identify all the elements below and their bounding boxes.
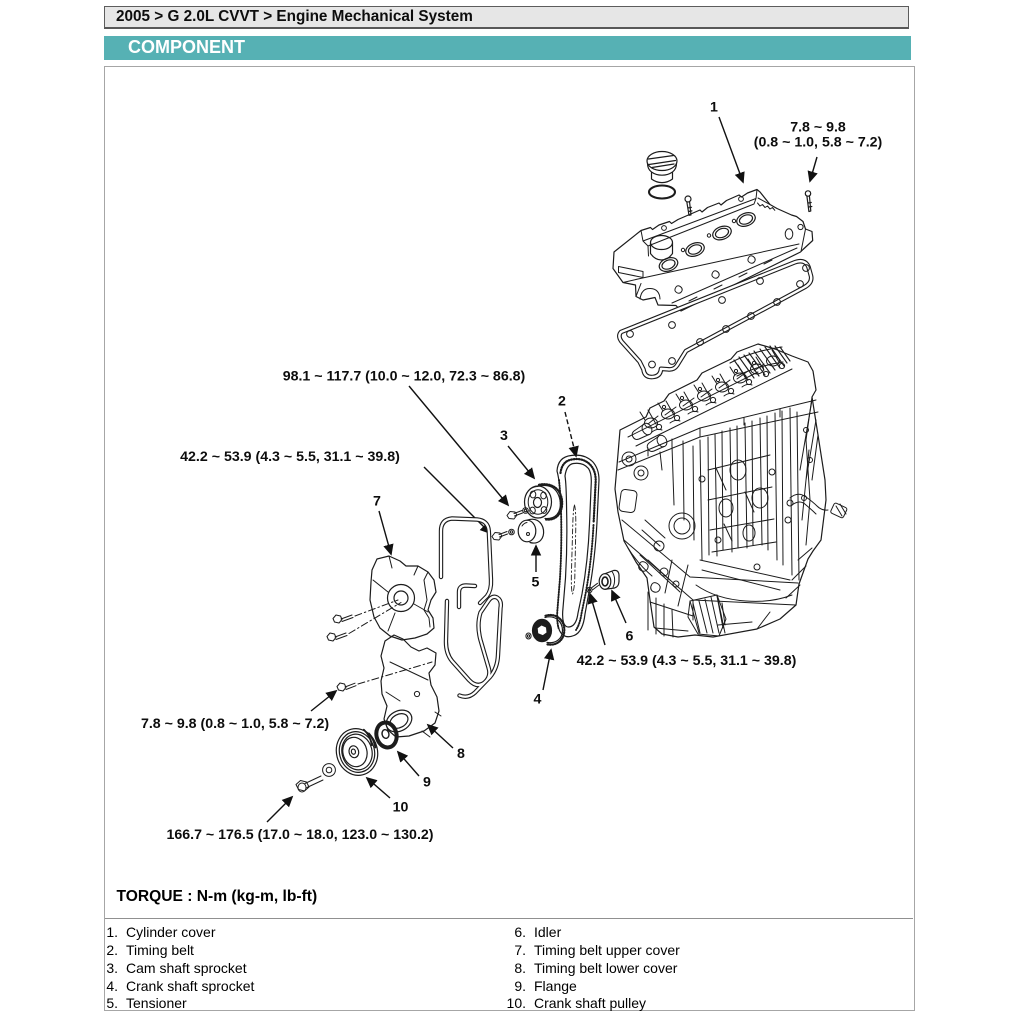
svg-text:7.8 ~ 9.8: 7.8 ~ 9.8 — [790, 119, 846, 135]
svg-text:8: 8 — [457, 746, 465, 762]
svg-text:42.2 ~ 53.9 (4.3 ~ 5.5, 31.1 ~: 42.2 ~ 53.9 (4.3 ~ 5.5, 31.1 ~ 39.8) — [577, 653, 797, 669]
svg-text:3: 3 — [500, 428, 508, 444]
svg-text:42.2 ~ 53.9 (4.3 ~ 5.5, 31.1 ~: 42.2 ~ 53.9 (4.3 ~ 5.5, 31.1 ~ 39.8) — [180, 449, 400, 465]
svg-text:98.1 ~ 117.7 (10.0 ~ 12.0, 72.: 98.1 ~ 117.7 (10.0 ~ 12.0, 72.3 ~ 86.8) — [283, 369, 526, 385]
svg-text:10: 10 — [393, 800, 409, 816]
svg-text:1: 1 — [710, 100, 718, 116]
svg-text:4: 4 — [534, 692, 542, 708]
svg-text:5: 5 — [532, 575, 540, 591]
svg-text:166.7 ~ 176.5 (17.0 ~ 18.0, 12: 166.7 ~ 176.5 (17.0 ~ 18.0, 123.0 ~ 130.… — [166, 827, 433, 843]
svg-text:9: 9 — [423, 775, 431, 791]
svg-text:2: 2 — [558, 394, 566, 410]
svg-text:(0.8 ~ 1.0, 5.8 ~ 7.2): (0.8 ~ 1.0, 5.8 ~ 7.2) — [754, 135, 883, 151]
svg-text:7.8 ~ 9.8 (0.8 ~ 1.0, 5.8 ~ 7.: 7.8 ~ 9.8 (0.8 ~ 1.0, 5.8 ~ 7.2) — [141, 716, 329, 732]
svg-text:6: 6 — [626, 629, 634, 645]
svg-text:7: 7 — [373, 494, 381, 510]
